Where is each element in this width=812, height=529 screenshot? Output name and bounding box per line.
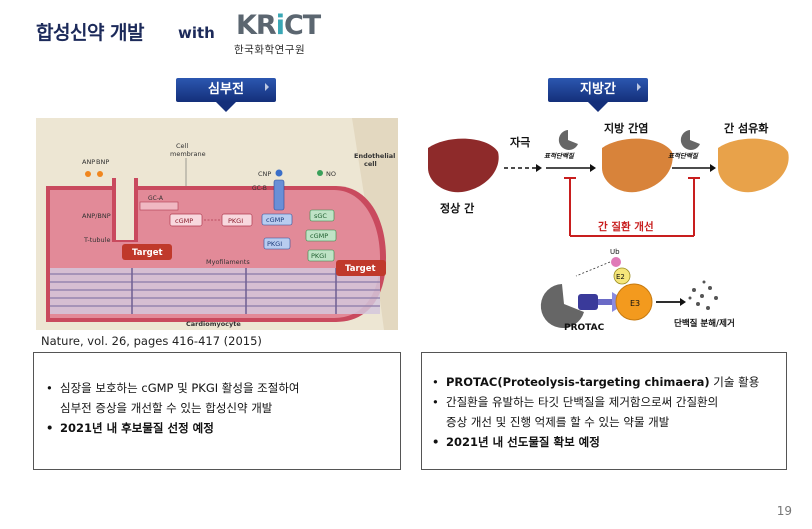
fatty-hepatitis-liver-icon xyxy=(602,138,673,193)
cgmp-label-2: cGMP xyxy=(266,216,284,224)
cgmp-box-3 xyxy=(305,229,337,242)
cell-membrane-label-2: membrane xyxy=(170,150,206,158)
t-tubule-label: T-tubule xyxy=(83,236,110,244)
gc-a-receptor xyxy=(139,201,179,211)
cgmp-label-1: cGMP xyxy=(175,217,193,225)
sgc-box xyxy=(309,209,335,222)
ub-dot xyxy=(611,257,621,267)
bullet-item-protac: PROTAC(Proteolysis-targeting chimaera) 기… xyxy=(428,372,786,392)
e2-label: E2 xyxy=(616,273,625,281)
protac-linker xyxy=(598,299,612,305)
heart-failure-summary-box: 심장을 보호하는 cGMP 및 PKGI 활성을 조절하여 심부전 증상을 개선… xyxy=(33,352,401,470)
degrade-arrowhead xyxy=(680,298,686,306)
protac-target-protein xyxy=(540,284,584,328)
bullet-continuation: 심부전 증상을 개선할 수 있는 합성신약 개발 xyxy=(60,401,273,415)
protac-label: PROTAC xyxy=(564,323,605,333)
progress-arrowhead-1 xyxy=(590,164,596,172)
heart-failure-bullets: 심장을 보호하는 cGMP 및 PKGI 활성을 조절하여 심부전 증상을 개선… xyxy=(42,378,400,438)
cardiomyocyte-label: Cardiomyocyte xyxy=(186,320,241,328)
myofilaments-band xyxy=(50,268,380,314)
pkgi-label-1: PKGI xyxy=(228,217,243,225)
fibrosis-liver-icon xyxy=(718,138,789,193)
protac-bold-term: PROTAC(Proteolysis-targeting chimaera) xyxy=(446,375,710,389)
e2-enzyme xyxy=(613,267,631,285)
bnp-dot xyxy=(97,171,103,177)
cnp-dot xyxy=(275,169,283,177)
degraded-fragments xyxy=(688,280,718,310)
e3-ligase xyxy=(615,283,653,321)
bullet-item-bold: 2021년 내 후보물질 선정 예정 xyxy=(42,418,400,438)
anp-dot xyxy=(85,171,91,177)
bnp-label: BNP xyxy=(96,158,109,166)
tab-heart-failure: 심부전 xyxy=(176,78,276,102)
fatty-liver-diagram: 정상 간 자극 표적단백질 지방 간염 표적단백질 간 섬유화 간 질환 개선 … xyxy=(428,121,789,333)
protac-rest: 기술 활용 xyxy=(709,375,760,389)
with-label: with xyxy=(178,24,215,42)
pkgi-label-3: PKGI xyxy=(311,252,326,260)
pkgi-label-2: PKGI xyxy=(267,240,282,248)
anp-bnp-label: ANP/BNP xyxy=(82,212,111,220)
figure-caption: Nature, vol. 26, pages 416-417 (2015) xyxy=(41,334,262,348)
target-protein-label-1: 표적단백질 xyxy=(544,152,575,160)
bullet-continuation: 증상 개선 및 진행 억제를 할 수 있는 약물 개발 xyxy=(446,415,670,429)
logo-part-kr: KR xyxy=(236,10,277,41)
cgmp-box-2 xyxy=(261,213,293,226)
bullet-item-bold: 2021년 내 선도물질 확보 예정 xyxy=(428,432,786,452)
cgmp-label-3: cGMP xyxy=(310,232,328,240)
target-protein-icon-2 xyxy=(680,130,700,150)
target-badge-right xyxy=(336,260,386,276)
target-protein-icon-1 xyxy=(558,130,578,150)
fatty-liver-bullets: PROTAC(Proteolysis-targeting chimaera) 기… xyxy=(428,372,786,452)
pkgi-box-3 xyxy=(307,249,335,262)
krict-logo: KRiCT 한국화학연구원 xyxy=(234,10,326,58)
stimulus-label: 자극 xyxy=(510,135,530,149)
protac-linker-left xyxy=(578,294,598,310)
ub-label: Ub xyxy=(610,248,620,256)
anp-label: ANP xyxy=(82,158,95,166)
cnp-label: CNP xyxy=(258,170,271,178)
endothelial-label-1: Endothelial xyxy=(354,152,395,160)
tab-fatty-liver: 지방간 xyxy=(548,78,648,102)
gc-b-receptor xyxy=(273,179,285,211)
no-label: NO xyxy=(326,170,336,178)
progress-arrowhead-2 xyxy=(710,164,716,172)
stimulus-arrowhead xyxy=(536,164,542,172)
pkgi-box-1 xyxy=(221,213,253,227)
e3-label: E3 xyxy=(630,299,640,308)
cell-membrane-label-1: Cell xyxy=(176,142,188,150)
logo-part-i: i xyxy=(275,10,285,41)
page-number: 19 xyxy=(776,504,792,518)
target-badge-left xyxy=(122,244,172,260)
no-dot xyxy=(317,170,323,176)
logo-subtitle: 한국화학연구원 xyxy=(234,44,306,56)
sgc-label: sGC xyxy=(314,212,327,220)
logo-part-ct: CT xyxy=(283,10,321,41)
gc-b-label: GC-B xyxy=(252,185,267,192)
degrade-label: 단백질 분해/제거 xyxy=(674,318,735,329)
target-protein-label-2: 표적단백질 xyxy=(668,152,699,160)
page-title: 합성신약 개발 xyxy=(36,22,145,44)
normal-liver-label: 정상 간 xyxy=(440,201,474,215)
bullet-item: 간질환을 유발하는 타깃 단백질을 제거함으로써 간질환의 xyxy=(428,392,786,412)
target-label-right: Target xyxy=(345,264,376,274)
normal-liver-icon xyxy=(428,138,499,193)
logo-wordmark: KRiCT xyxy=(236,10,321,41)
fatty-liver-summary-box: PROTAC(Proteolysis-targeting chimaera) 기… xyxy=(421,352,787,470)
t-tubule-inner xyxy=(116,178,134,240)
tab-pointer-right xyxy=(588,102,608,112)
tab-pointer-left xyxy=(216,102,236,112)
bullet-item: 심장을 보호하는 cGMP 및 PKGI 활성을 조절하여 xyxy=(42,378,400,398)
fatty-hepatitis-label: 지방 간염 xyxy=(604,121,648,135)
target-label-left: Target xyxy=(132,248,163,258)
endothelial-label-2: cell xyxy=(364,160,377,168)
fibrosis-label: 간 섬유화 xyxy=(724,121,768,135)
pkgi-box-2 xyxy=(263,237,291,250)
cgmp-box-1 xyxy=(169,213,203,227)
cardiomyocyte-diagram: ANP BNP Cell membrane CNP NO Endothelial… xyxy=(36,118,398,330)
improve-label: 간 질환 개선 xyxy=(598,220,654,233)
myofilaments-label: Myofilaments xyxy=(206,258,250,266)
gc-a-label: GC-A xyxy=(148,195,164,202)
ub-transfer-arrow xyxy=(575,261,611,277)
